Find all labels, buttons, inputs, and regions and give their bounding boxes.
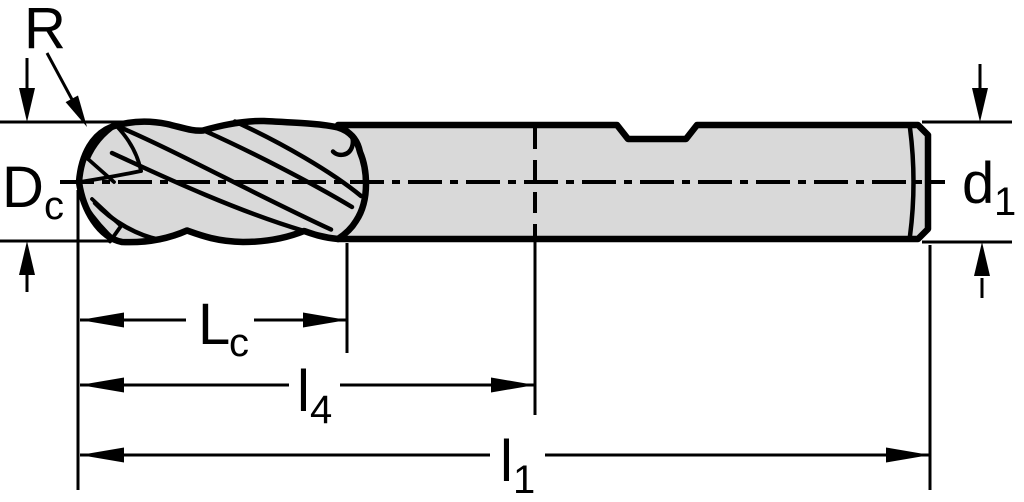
l4-arrow-right <box>491 377 535 393</box>
l4-dimension: l 4 <box>80 359 535 432</box>
dc-arrow-top <box>19 88 35 122</box>
radius-callout: R <box>24 0 87 127</box>
label-l1: l <box>500 429 513 494</box>
extension-lines <box>0 120 1012 490</box>
label-cutting-diameter: D <box>2 155 44 220</box>
shank-chamfer-line <box>907 125 916 239</box>
label-radius: R <box>24 0 66 61</box>
label-l4: l <box>297 359 310 424</box>
lc-arrow-left <box>80 312 124 328</box>
label-shank-diameter-sub: 1 <box>994 180 1016 224</box>
flute-helix-lines <box>92 119 364 243</box>
l1-arrow-left <box>80 447 124 463</box>
d1-callout: d 1 <box>962 64 1016 298</box>
radius-leader-arrow <box>65 95 87 127</box>
d1-arrow-bottom <box>974 242 990 276</box>
l1-arrow-right <box>886 447 930 463</box>
tool-body <box>75 117 932 246</box>
label-flute-length-sub: c <box>229 321 249 365</box>
shank-outline <box>334 121 932 243</box>
label-l1-sub: 1 <box>513 458 535 502</box>
dc-arrow-bottom <box>19 241 35 275</box>
lc-arrow-right <box>303 312 347 328</box>
dc-callout: D c <box>2 58 64 292</box>
label-l4-sub: 4 <box>310 388 332 432</box>
radius-leader-line <box>45 52 77 106</box>
l4-arrow-left <box>80 377 124 393</box>
label-flute-length: L <box>198 292 230 357</box>
ball-end-gashes <box>78 123 143 244</box>
l1-dimension: l 1 <box>80 429 930 502</box>
lc-dimension: L c <box>80 292 347 365</box>
label-shank-diameter: d <box>962 151 994 216</box>
label-cutting-diameter-sub: c <box>44 184 64 228</box>
flute-runout-curl <box>330 124 355 158</box>
d1-arrow-top <box>972 88 988 122</box>
